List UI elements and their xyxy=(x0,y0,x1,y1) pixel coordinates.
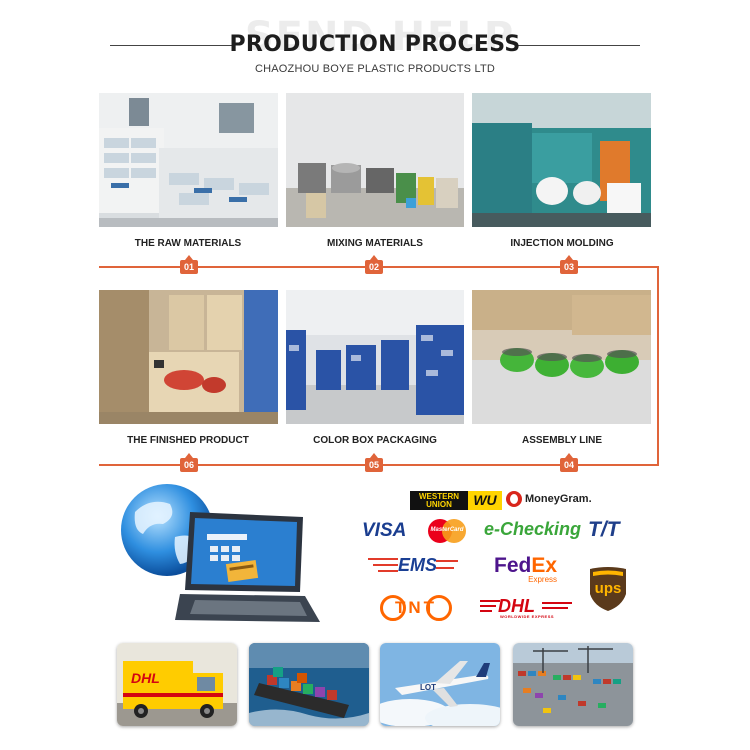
ups-text: ups xyxy=(594,580,622,597)
tnt-logo: TNT xyxy=(380,595,452,621)
moneygram-icon xyxy=(506,491,522,507)
fedex-ex-text: Ex xyxy=(531,554,558,577)
photo-raw-materials xyxy=(99,93,278,227)
western-union-mark: WU xyxy=(468,491,502,510)
echecking-logo: e-Checking xyxy=(484,519,582,539)
header-rule-right xyxy=(515,45,640,46)
mastercard-text: MasterCard xyxy=(430,527,464,533)
step-badge-02: 02 xyxy=(365,255,383,274)
moneygram-text: MoneyGram. xyxy=(525,493,592,505)
step-badge-01: 01 xyxy=(180,255,198,274)
step-label-raw-materials: THE RAW MATERIALS xyxy=(134,238,242,249)
photo-airplane: LOT xyxy=(380,643,500,726)
step-label-assembly-line: ASSEMBLY LINE xyxy=(521,435,603,446)
western-union-logo: WESTERN UNION WU xyxy=(410,491,502,510)
dhl-subtext: WORLDWIDE EXPRESS xyxy=(500,614,555,619)
step-label-finished-product: THE FINISHED PRODUCT xyxy=(127,435,249,446)
western-union-line2: UNION xyxy=(426,499,452,509)
photo-assembly-line xyxy=(472,290,651,424)
photo-cargo-ship xyxy=(249,643,369,726)
visa-logo: VISA xyxy=(362,520,407,541)
photo-container-port xyxy=(513,643,633,726)
photo-mixing-materials xyxy=(286,93,464,227)
ems-text: EMS xyxy=(398,555,438,575)
tt-logo: T/T xyxy=(588,518,620,541)
tnt-text: TNT xyxy=(394,598,438,617)
header-rule-left xyxy=(110,45,235,46)
ups-shield-icon xyxy=(590,567,626,611)
online-payment-illustration xyxy=(115,482,320,632)
step-badge-04: 04 xyxy=(560,453,578,472)
fedex-fed-text: Fed xyxy=(494,554,532,577)
page-title: PRODUCTION PROCESS xyxy=(229,32,521,57)
fedex-logo: FedEx Express xyxy=(494,554,557,584)
plane-livery-text: LOT xyxy=(420,683,436,692)
step-badge-06: 06 xyxy=(180,453,198,472)
photo-injection-molding xyxy=(472,93,651,227)
mastercard-logo: MasterCard xyxy=(428,519,466,543)
step-badge-03: 03 xyxy=(560,255,578,274)
page-subtitle: CHAOZHOU BOYE PLASTIC PRODUCTS LTD xyxy=(254,63,496,75)
step-label-mixing-materials: MIXING MATERIALS xyxy=(327,238,423,249)
flow-line-right-connector xyxy=(657,266,659,466)
dhl-logo: DHL WORLDWIDE EXPRESS xyxy=(480,596,575,620)
step-label-injection-molding: INJECTION MOLDING xyxy=(510,238,614,249)
moneygram-logo: MoneyGram. xyxy=(506,491,592,507)
photo-color-box-packaging xyxy=(286,290,464,424)
ems-logo: EMS xyxy=(368,555,458,577)
western-union-line1: WESTERN xyxy=(419,491,459,501)
ups-logo: ups xyxy=(588,566,628,612)
step-label-color-box-packaging: COLOR BOX PACKAGING xyxy=(313,435,437,446)
header-watermark: SEND HELP xyxy=(244,14,516,60)
step-badge-05: 05 xyxy=(365,453,383,472)
dhl-text: DHL xyxy=(498,596,535,616)
photo-finished-product xyxy=(99,290,278,424)
photo-delivery-truck: DHL xyxy=(117,643,237,726)
truck-dhl-logo: DHL xyxy=(131,670,160,686)
fedex-express-text: Express xyxy=(528,575,558,584)
globe-laptop-icon xyxy=(121,484,320,622)
